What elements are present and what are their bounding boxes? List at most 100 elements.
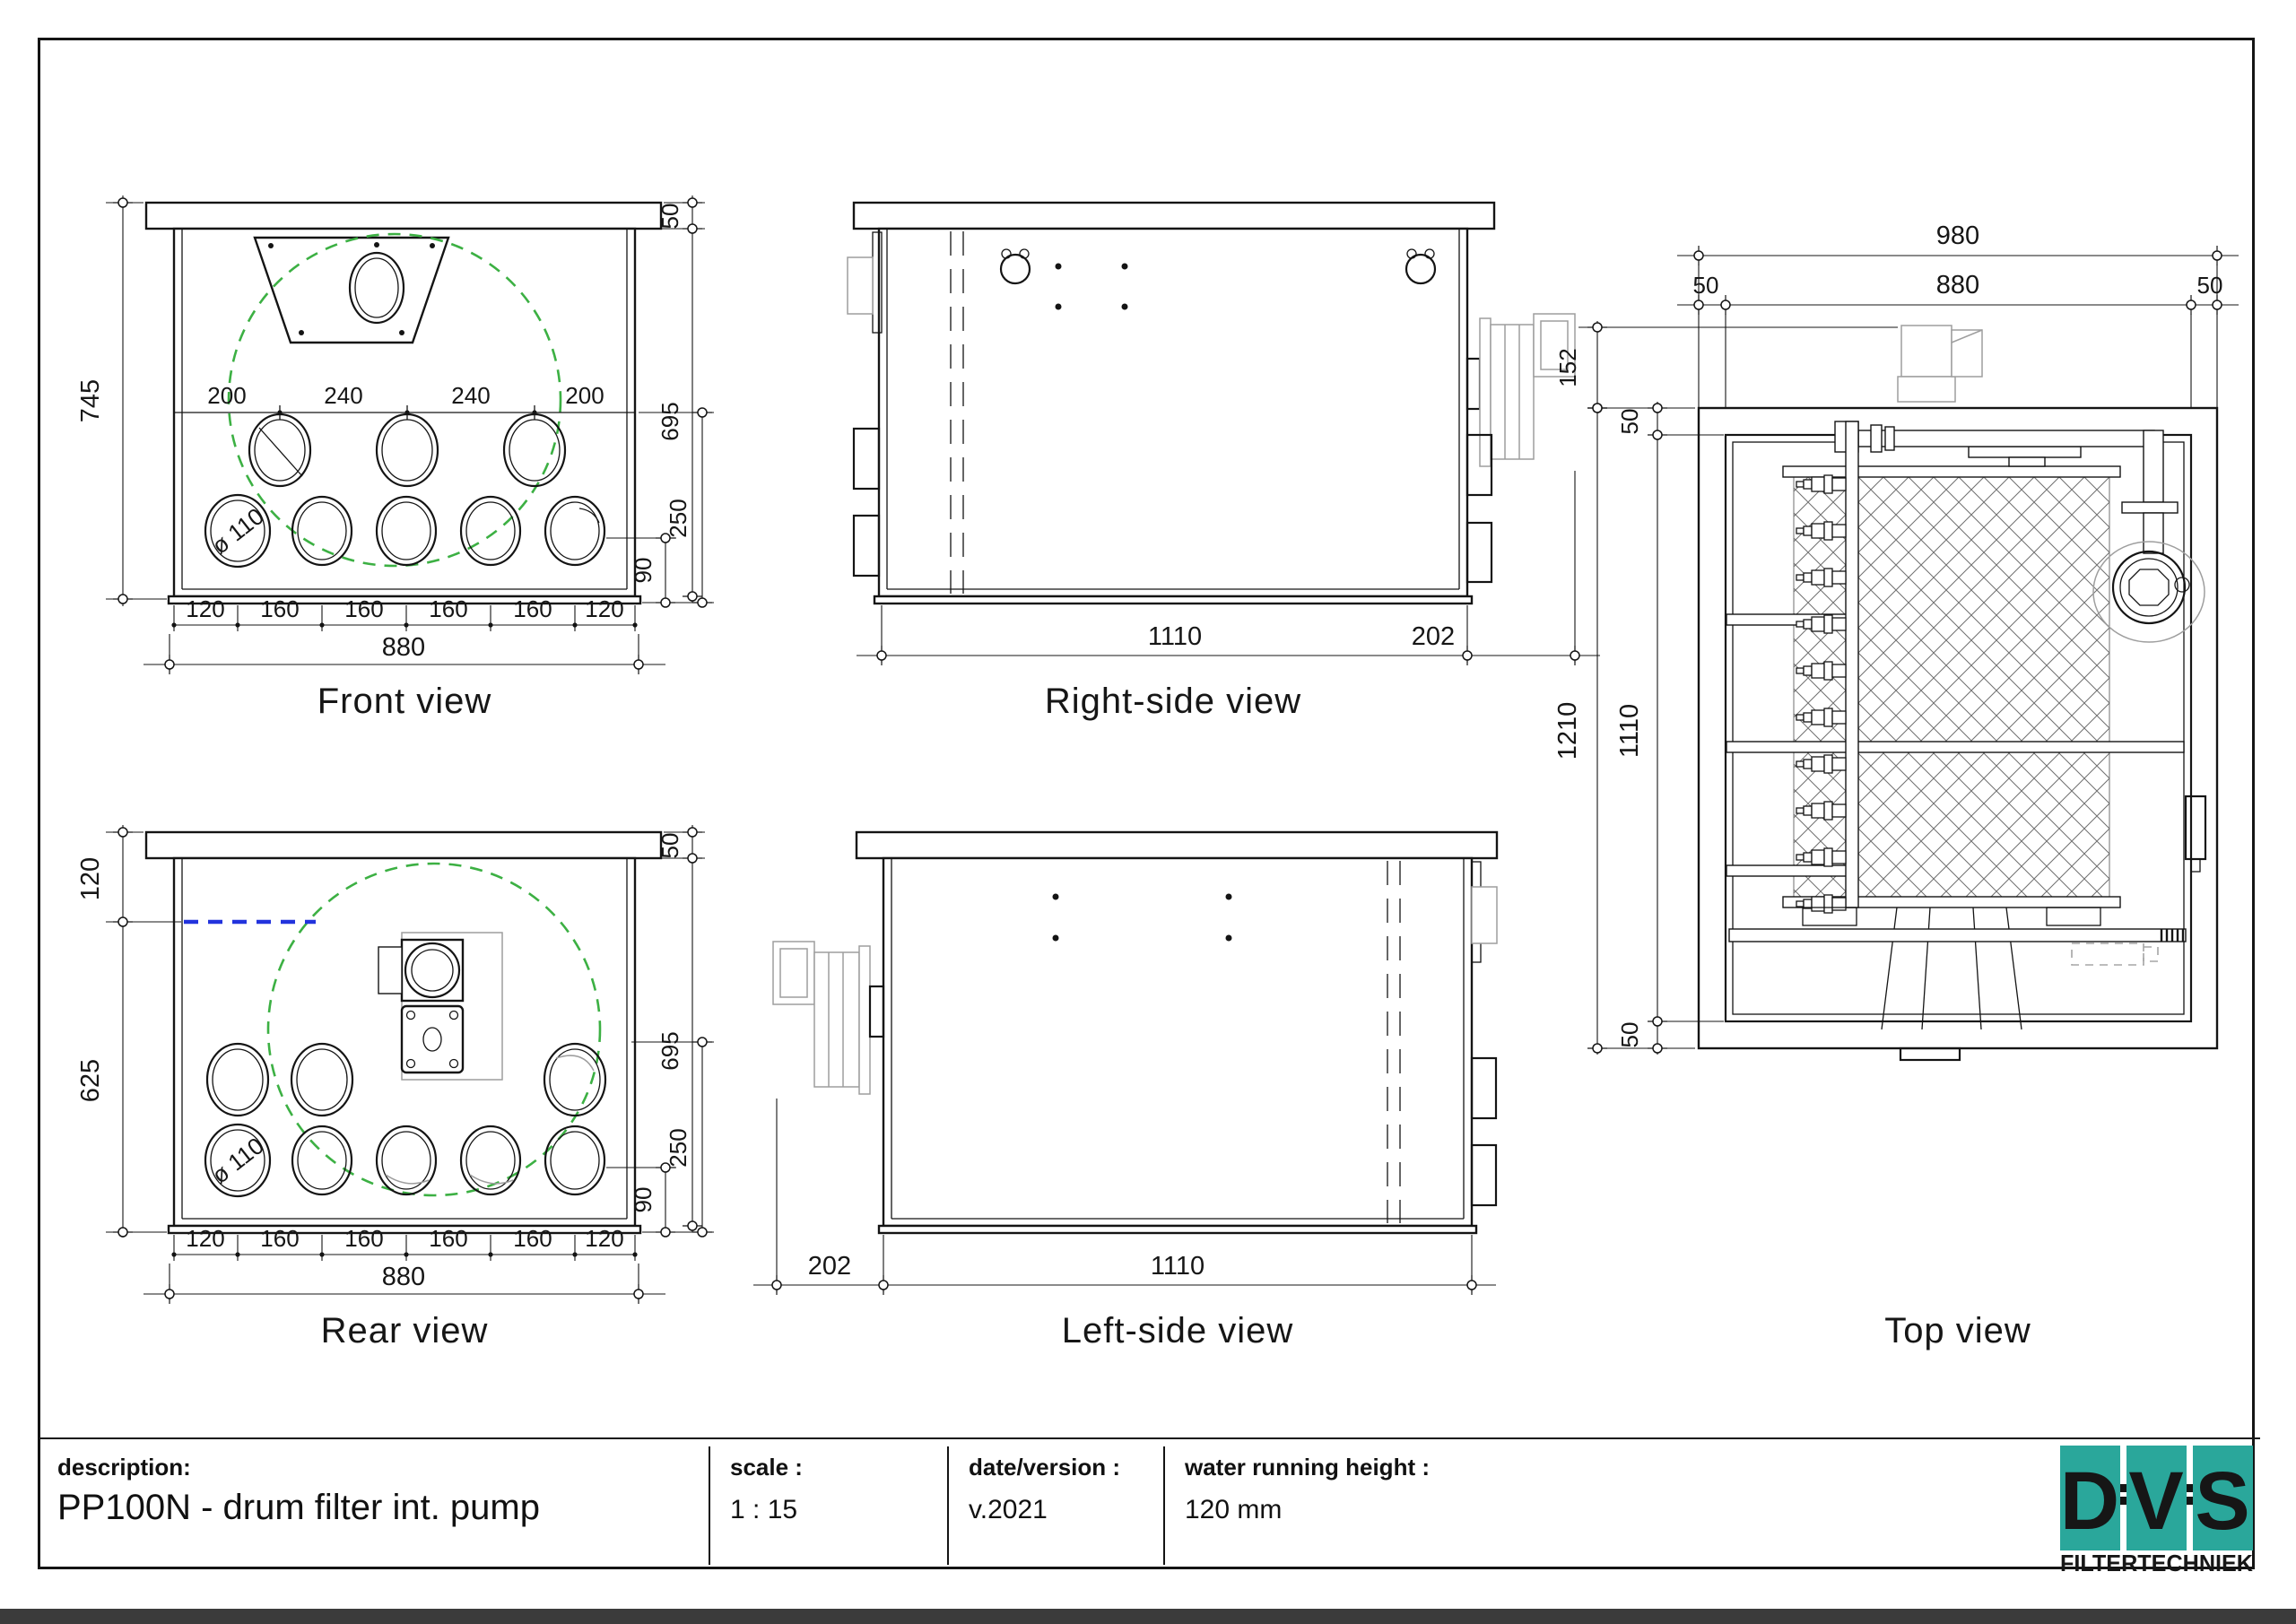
logo-block <box>2060 1446 2120 1550</box>
pipe-stub <box>852 427 881 491</box>
drum-outline-circle <box>227 232 562 568</box>
bottom-spacing-dim: 120 160 160 160 160 120 <box>171 595 638 631</box>
dim-label: 200 <box>565 382 604 409</box>
dim-label: 160 <box>513 1225 552 1252</box>
waste-funnel <box>1881 907 2022 1030</box>
top-view-geometry <box>1697 325 2219 1062</box>
inlet-stub-hidden <box>847 256 874 315</box>
view-title-left: Left-side view <box>1062 1311 1294 1350</box>
logo-subtitle: FILTERTECHNIEK <box>2060 1550 2253 1576</box>
left-view-geometry <box>772 830 1499 1235</box>
drive-motor-rear <box>378 932 503 1081</box>
view-title-top: Top view <box>1884 1311 2031 1350</box>
drive-motor-top <box>1897 325 1983 403</box>
dim-label: 202 <box>808 1252 851 1281</box>
front-view-geometry <box>144 201 663 605</box>
dim-label: 120 <box>585 1225 623 1252</box>
title-block: description: PP100N - drum filter int. p… <box>38 1437 2260 1572</box>
scale-label: scale : <box>730 1454 803 1481</box>
sheet-footer-bar <box>0 1609 2296 1624</box>
dim-label: 1110 <box>1148 622 1202 651</box>
dim-label: 50 <box>1616 409 1643 435</box>
drum-outline-circle <box>266 862 602 1197</box>
top-view-dimensions-upper: 980 50 880 50 <box>1677 221 2239 435</box>
dim-label: 120 <box>585 595 623 622</box>
dim-label: 202 <box>1412 622 1455 651</box>
drive-motor <box>772 941 885 1095</box>
dim-label: 50 <box>657 833 683 859</box>
right-side-view-drawing: 1110 202 152 Right-side view <box>847 201 1613 721</box>
lifting-hooks <box>999 248 1437 285</box>
dim-label: 240 <box>324 382 362 409</box>
dim-label: 880 <box>382 633 425 662</box>
dim-label: 250 <box>665 1128 691 1167</box>
logo-letter-s: S <box>2195 1455 2249 1547</box>
logo-block <box>2126 1446 2187 1550</box>
dim-label: 625 <box>76 1059 105 1102</box>
dim-label: 160 <box>429 1225 467 1252</box>
pipe-stub <box>852 514 881 578</box>
rear-view-geometry <box>144 830 663 1235</box>
bottom-spacing-dim: 120 160 160 160 160 120 <box>171 1225 638 1261</box>
right-view-dimensions: 1110 202 152 <box>857 321 1613 666</box>
dim-label: 880 <box>1936 271 1979 300</box>
view-title-rear: Rear view <box>321 1311 489 1350</box>
upper-pipe-holes <box>248 413 567 488</box>
description-value: PP100N - drum filter int. pump <box>57 1488 540 1527</box>
dim-label: 160 <box>344 595 383 622</box>
logo-block <box>2193 1446 2253 1550</box>
dim-label: 120 <box>186 595 224 622</box>
drum-mesh <box>1793 476 2110 898</box>
dim-label: 120 <box>76 857 105 900</box>
view-title-front: Front view <box>317 682 492 721</box>
title-block-divider <box>1163 1446 1165 1565</box>
motor-mount-plate <box>253 236 450 344</box>
top-view-dimensions-left: 1210 50 1110 50 <box>1553 326 1898 1055</box>
dim-label: 250 <box>665 499 691 537</box>
hidden-fitting <box>2071 942 2144 966</box>
dim-label: 1110 <box>1151 1252 1205 1281</box>
dim-label: 980 <box>1936 221 1979 250</box>
description-label: description: <box>57 1454 191 1481</box>
dim-label: 90 <box>630 558 657 584</box>
left-view-dimensions: 202 1110 <box>753 1099 1496 1296</box>
water-height-label: water running height : <box>1185 1454 1430 1481</box>
dim-label: 695 <box>657 1031 683 1070</box>
hole-center-ticks <box>277 405 537 420</box>
dim-label: 160 <box>260 1225 299 1252</box>
dim-label: 160 <box>429 595 467 622</box>
dim-label: 695 <box>657 402 683 440</box>
scale-value: 1 : 15 <box>730 1495 798 1524</box>
front-view-drawing: 745 50 695 250 90 200 240 240 200 ø 110 <box>76 195 714 721</box>
internal-pump <box>2092 541 2205 643</box>
dim-label: 200 <box>207 382 246 409</box>
pipe-stub <box>1470 1143 1498 1207</box>
dim-label: 1210 <box>1553 702 1582 760</box>
dim-label: 152 <box>1554 348 1581 386</box>
view-title-right: Right-side view <box>1045 682 1301 721</box>
rear-view-drawing: 120 625 50 695 250 90 ø 110 120 160 <box>76 825 714 1350</box>
dim-label: 160 <box>344 1225 383 1252</box>
logo-letter-v: V <box>2128 1455 2183 1547</box>
title-block-divider <box>947 1446 949 1565</box>
left-side-view-drawing: 202 1110 Left-side view <box>753 830 1499 1350</box>
dvs-logo: D V S FILTERTECHNIEK <box>2060 1446 2253 1576</box>
water-height-value: 120 mm <box>1185 1495 1283 1524</box>
pipe-stub <box>1465 521 1493 584</box>
dim-label: 50 <box>2197 272 2223 299</box>
lower-pipe-holes <box>204 1123 606 1198</box>
dim-label: 160 <box>513 595 552 622</box>
upper-pipe-holes <box>205 1042 607 1117</box>
logo-letter-d: D <box>2060 1455 2119 1547</box>
inlet-stub-hidden <box>1471 886 1498 944</box>
date-version-value: v.2021 <box>969 1495 1048 1524</box>
dim-label: 1110 <box>1615 704 1644 758</box>
spray-bar-pipework <box>1834 421 2179 908</box>
dim-label: 90 <box>630 1187 657 1213</box>
drive-motor <box>1465 313 1576 467</box>
right-view-geometry <box>847 201 1576 605</box>
dim-label: 120 <box>186 1225 224 1252</box>
dim-label: 745 <box>76 379 105 422</box>
pipe-stub <box>1465 433 1493 497</box>
dim-label: 240 <box>451 382 490 409</box>
